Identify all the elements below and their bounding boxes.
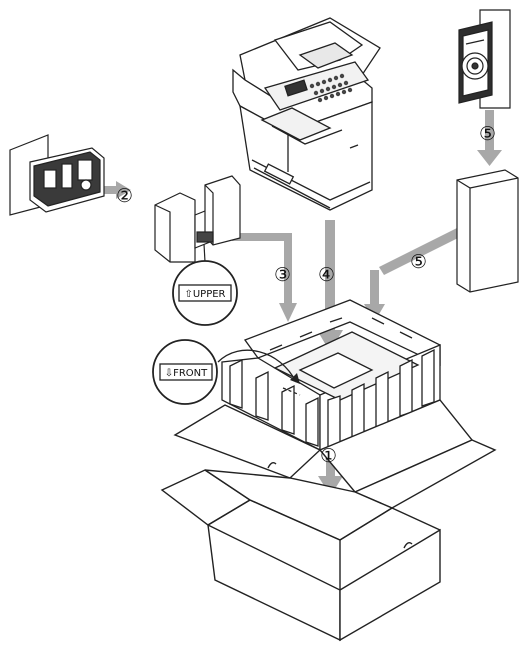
arrow-step5 <box>364 228 462 322</box>
front-label: ⇩FRONT <box>165 368 208 379</box>
step-1-label: ① <box>320 445 337 467</box>
step-4-label: ④ <box>318 264 335 286</box>
step-5-label-top: ⑤ <box>479 123 496 145</box>
step-3-label: ③ <box>274 264 291 286</box>
step-5-label-mid: ⑤ <box>410 251 427 273</box>
upper-label: ⇧UPPER <box>184 289 225 300</box>
wall-belt-unit <box>10 135 104 215</box>
holder-part <box>155 176 240 262</box>
carton-box <box>457 170 518 292</box>
step-2-label: ② <box>116 185 133 207</box>
machine <box>233 18 380 210</box>
wall-cartridge <box>459 10 510 108</box>
